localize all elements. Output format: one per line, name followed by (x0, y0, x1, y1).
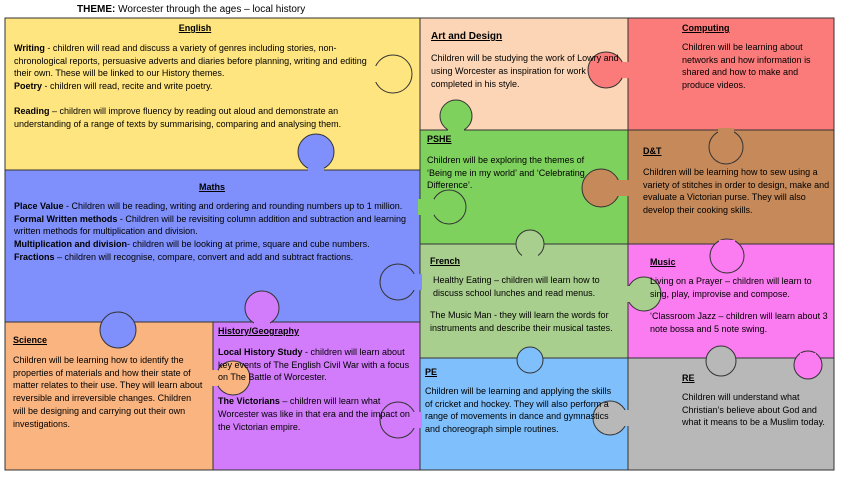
music-title: Music (650, 257, 676, 267)
pshe-section: PSHE Children will be exploring the them… (427, 133, 587, 192)
writing-text: - children will read and discuss a varie… (14, 42, 367, 79)
computing-text: Children will be learning about networks… (682, 41, 811, 91)
victorians-text: – children will learn what Worcester was… (218, 396, 410, 432)
writing-label: Writing (14, 42, 45, 53)
fractions-text: – children will recognise, compare, conv… (54, 251, 354, 262)
english-title: English (178, 23, 212, 33)
french-text-2: The Music Man - they will learn the word… (430, 310, 613, 334)
art-section: Art and Design Children will be studying… (431, 30, 623, 90)
dt-title: D&T (643, 146, 662, 156)
knob-pshe-maths (431, 189, 467, 225)
science-text: Children will be learning how to identif… (13, 354, 203, 429)
dt-section: D&T Children will be learning how to sew… (643, 145, 831, 217)
victorians-label: The Victorians (218, 396, 280, 407)
french-piece (419, 243, 629, 359)
fractions-label: Fractions (14, 251, 55, 262)
english-body: Writing - children will read and discuss… (14, 42, 376, 131)
re-title: RE (682, 373, 695, 383)
computing-title: Computing (682, 23, 730, 33)
music-body: Living on a Prayer – children will learn… (650, 275, 830, 336)
pe-section: PE Children will be learning and applyin… (425, 366, 617, 436)
music-text-1: Living on a Prayer – children will learn… (650, 275, 812, 299)
knob-history-maths (244, 290, 280, 326)
art-title: Art and Design (431, 31, 503, 42)
poetry-text: - children will read, recite and write p… (42, 81, 213, 92)
maths-title: Maths (198, 182, 225, 192)
maths-piece (4, 169, 421, 323)
theme-label: THEME: (77, 4, 116, 15)
poetry-label: Poetry (14, 81, 43, 92)
english-section: English Writing - children will read and… (14, 22, 376, 130)
history-body: Local History Study - children will lear… (218, 346, 413, 434)
written-methods-label: Formal Written methods (14, 213, 118, 224)
written-methods-text: - Children will be revisiting column add… (14, 213, 407, 237)
french-text-1: Healthy Eating – children will learn how… (433, 274, 600, 298)
multiplication-label: Multiplication and division (14, 239, 128, 250)
knob-dt-pshe (581, 168, 621, 208)
knob-music-dt (709, 238, 745, 274)
french-section: French Healthy Eating – children will le… (430, 255, 622, 335)
knob-pshe-art (439, 99, 473, 133)
knob-maths-science (99, 311, 137, 349)
theme-heading: THEME: Worcester through the ages – loca… (77, 3, 305, 17)
history-piece (212, 321, 421, 471)
pshe-title: PSHE (427, 134, 452, 144)
local-history-text: - children will learn about key events o… (218, 346, 410, 383)
reading-text: – children will improve fluency by readi… (14, 105, 342, 129)
french-body: Healthy Eating – children will learn how… (430, 274, 622, 335)
maths-body: Place Value - Children will be reading, … (14, 200, 410, 264)
science-title: Science (13, 335, 48, 345)
history-title: History/Geography (218, 326, 300, 336)
place-value-label: Place Value (14, 200, 64, 211)
computing-section: Computing Children will be learning abou… (682, 22, 828, 92)
computing-piece (627, 17, 835, 131)
re-text: Children will understand what Christian’… (682, 391, 825, 428)
theme-value: Worcester through the ages – local histo… (118, 4, 306, 15)
science-section: Science Children will be learning how to… (13, 334, 203, 430)
music-text-2: ‘Classroom Jazz – children will learn ab… (650, 311, 828, 335)
pshe-text: Children will be exploring the themes of… (427, 154, 585, 191)
dt-text: Children will be learning how to sew usi… (643, 166, 830, 216)
reading-label: Reading (14, 105, 50, 116)
english-piece (4, 17, 421, 171)
science-piece (4, 321, 214, 471)
place-value-text: - Children will be reading, writing and … (63, 200, 403, 211)
history-section: History/Geography Local History Study - … (218, 325, 413, 433)
french-title: French (430, 256, 461, 266)
re-section: RE Children will understand what Christi… (682, 372, 832, 429)
music-section: Music Living on a Prayer – children will… (650, 256, 830, 336)
pe-title: PE (425, 367, 438, 377)
maths-section: Maths Place Value - Children will be rea… (14, 181, 410, 264)
local-history-label: Local History Study (218, 346, 303, 357)
art-text: Children will be studying the work of Lo… (431, 53, 619, 89)
multiplication-text: - children will be looking at prime, squ… (127, 239, 370, 250)
knob-maths-french (379, 263, 417, 301)
pe-text: Children will be learning and applying t… (425, 385, 612, 435)
